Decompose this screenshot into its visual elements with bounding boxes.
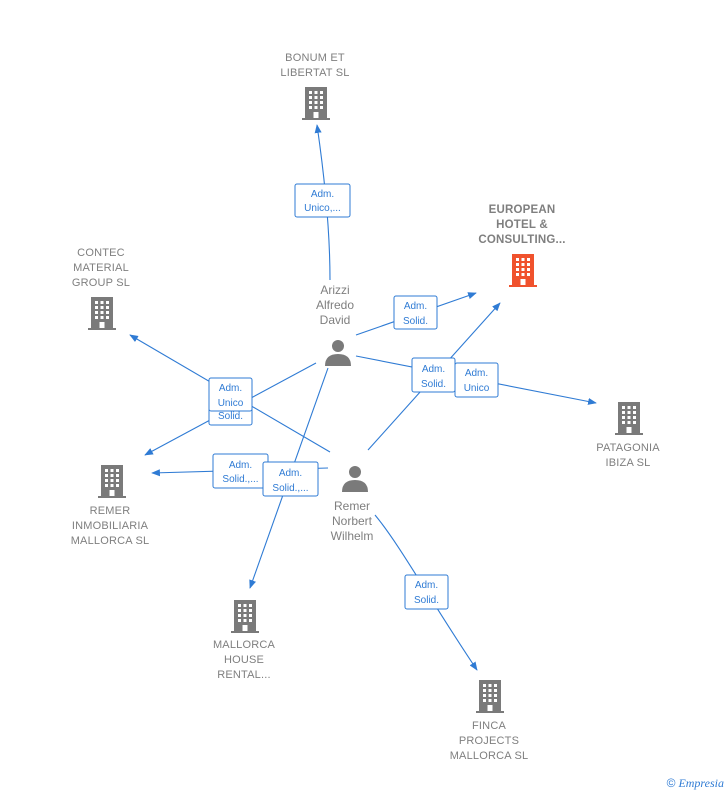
- person-name: Wilhelm: [331, 529, 374, 543]
- company-node-remer-inmobiliaria[interactable]: REMER INMOBILIARIA MALLORCA SL: [71, 465, 150, 547]
- relation-label[interactable]: Adm. Solid.: [411, 357, 456, 393]
- company-name: BONUM ET: [285, 52, 345, 64]
- company-name: MALLORCA SL: [71, 535, 150, 547]
- relation-text: Adm.: [311, 189, 334, 200]
- relation-text: Adm.: [415, 580, 438, 591]
- company-name: MALLORCA: [213, 639, 276, 651]
- company-node-european[interactable]: EUROPEAN HOTEL & CONSULTING...: [478, 204, 565, 287]
- company-name: HOTEL &: [496, 219, 548, 231]
- company-node-finca[interactable]: FINCA PROJECTS MALLORCA SL: [450, 680, 529, 762]
- company-name: CONTEC: [77, 247, 125, 259]
- company-name: REMER: [90, 505, 131, 517]
- footer-brand: ©Empresia: [667, 776, 724, 791]
- person-name: Arizzi: [320, 283, 349, 297]
- relation-label[interactable]: Adm. Solid.: [404, 574, 449, 610]
- relation-text: Solid.: [421, 379, 446, 390]
- relation-label[interactable]: Adm. Solid.,...: [262, 461, 319, 497]
- building-icon: [231, 600, 259, 633]
- copyright-icon: ©: [666, 776, 676, 790]
- relation-text: Adm.: [404, 301, 427, 312]
- building-icon: [509, 254, 537, 287]
- person-name: David: [320, 313, 351, 327]
- company-name: PROJECTS: [459, 735, 519, 747]
- company-name: INMOBILIARIA: [72, 520, 149, 532]
- company-name: MATERIAL: [73, 262, 129, 274]
- person-node-remer[interactable]: Remer Norbert Wilhelm: [331, 466, 374, 543]
- company-node-bonum[interactable]: BONUM ET LIBERTAT SL: [280, 52, 349, 120]
- person-icon: [325, 340, 351, 366]
- relation-label[interactable]: Adm. Unico,...: [294, 183, 351, 218]
- building-icon: [98, 465, 126, 498]
- company-name: GROUP SL: [72, 277, 130, 289]
- company-name: RENTAL...: [217, 669, 271, 681]
- person-icon: [342, 466, 368, 492]
- brand-logo[interactable]: Empresia: [678, 776, 724, 790]
- company-node-contec[interactable]: CONTEC MATERIAL GROUP SL: [72, 247, 130, 330]
- relation-text: Solid.: [414, 595, 439, 606]
- relation-text: Adm.: [422, 364, 445, 375]
- relation-text: Adm.: [279, 468, 302, 479]
- company-name: EUROPEAN: [489, 204, 556, 216]
- company-node-patagonia[interactable]: PATAGONIA IBIZA SL: [596, 402, 660, 469]
- relation-label[interactable]: Adm. Unico: [454, 362, 499, 398]
- relation-text: Adm.: [229, 460, 252, 471]
- relation-text: Solid.,...: [222, 474, 258, 485]
- building-icon: [302, 87, 330, 120]
- company-name: LIBERTAT SL: [280, 67, 349, 79]
- relation-label[interactable]: Adm. Solid.,...: [212, 453, 269, 489]
- relation-text: Adm.: [219, 383, 242, 394]
- company-node-mallorca-house[interactable]: MALLORCA HOUSE RENTAL...: [213, 600, 276, 681]
- building-icon: [476, 680, 504, 713]
- company-name: IBIZA SL: [605, 457, 650, 469]
- person-name: Alfredo: [316, 298, 354, 312]
- relation-text: Unico,...: [304, 203, 341, 214]
- company-name: CONSULTING...: [478, 234, 565, 246]
- person-name: Remer: [334, 499, 370, 513]
- relation-text: Adm.: [465, 368, 488, 379]
- relation-text: Solid.: [403, 316, 428, 327]
- person-name: Norbert: [332, 514, 373, 528]
- relation-labels: Adm. Unico,... Adm. Solid. Adm. Solid. A…: [208, 183, 499, 610]
- company-name: HOUSE: [224, 654, 264, 666]
- relation-label[interactable]: Adm. Solid.: [393, 295, 438, 330]
- relation-text: Solid.,...: [272, 483, 308, 494]
- relation-label[interactable]: Adm. Unico: [208, 377, 253, 412]
- building-icon: [615, 402, 643, 435]
- person-node-arizzi[interactable]: Arizzi Alfredo David: [316, 283, 354, 366]
- relation-text: Unico: [464, 383, 490, 394]
- relation-text: Solid.: [218, 411, 243, 422]
- company-name: PATAGONIA: [596, 442, 660, 454]
- company-name: FINCA: [472, 720, 506, 732]
- relation-text: Unico: [218, 398, 244, 409]
- company-name: MALLORCA SL: [450, 750, 529, 762]
- building-icon: [88, 297, 116, 330]
